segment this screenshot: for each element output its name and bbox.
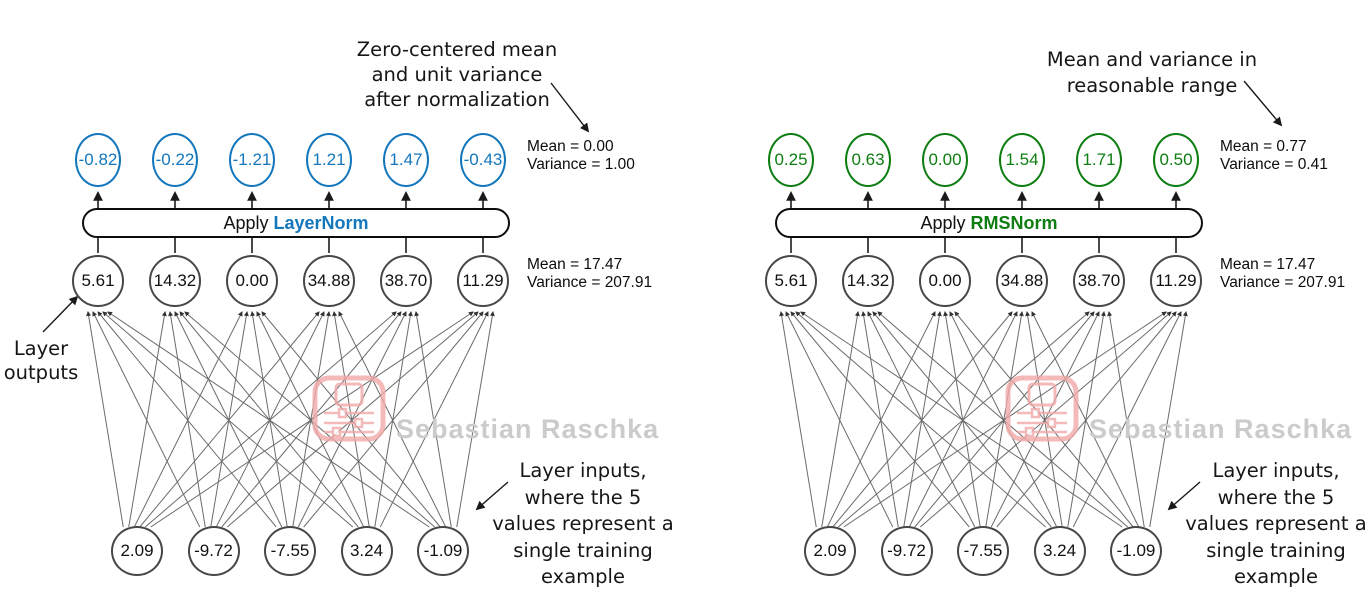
note-line: after normalization — [364, 88, 550, 111]
watermark-logo — [1005, 375, 1079, 447]
note-line: where the 5 — [524, 485, 642, 509]
mean-value: Mean = 0.77 — [1220, 138, 1307, 155]
layer-input-node: -9.72 — [880, 526, 933, 576]
normalization-flow-arrows-layernorm — [93, 191, 488, 253]
watermark-logo — [312, 375, 386, 447]
layer-input-node: -1.09 — [1110, 526, 1162, 576]
note-line: Layer inputs, — [1212, 459, 1340, 482]
layer-output-node: 38.70 — [1073, 255, 1125, 307]
layer-inputs-note: Layer inputs, where the 5 values represent… — [1076, 458, 1367, 591]
normalized-value-node: 1.47 — [383, 133, 429, 187]
note-line: example — [1234, 565, 1318, 588]
mean-value: Mean = 17.47 — [1220, 256, 1316, 273]
note-line: where the 5 — [1217, 485, 1335, 509]
note-line: Zero-centered mean — [356, 38, 558, 61]
variance-value: Variance = 0.41 — [1220, 156, 1328, 173]
note-line: values represent a — [1185, 512, 1367, 535]
watermark-text: Sebastian Raschka — [396, 414, 660, 444]
note-line: Mean and variance in — [1046, 48, 1258, 71]
normalized-value-node: 0.00 — [922, 133, 968, 187]
note-line: Layer inputs, — [519, 459, 647, 482]
layer-input-node: -7.55 — [264, 526, 316, 576]
annotation-arrows-layernorm — [42, 82, 590, 511]
normalization-flow-arrows-rmsnorm — [786, 191, 1181, 253]
apply-method-label: RMSNorm — [970, 212, 1058, 233]
normalized-value-node: 1.54 — [999, 133, 1045, 187]
apply-label: Apply — [223, 212, 269, 233]
layer-output-node: 34.88 — [996, 255, 1048, 307]
layer-output-node: 11.29 — [457, 255, 509, 307]
apply-method-label: LayerNorm — [273, 212, 369, 233]
note-line: reasonable range — [1066, 74, 1238, 97]
layer-output-node: 14.32 — [842, 255, 894, 307]
annotation-arrows-rmsnorm — [1167, 80, 1283, 511]
apply-label: Apply — [920, 212, 966, 233]
layer-output-node: 34.88 — [303, 255, 355, 307]
normalized-value-node: -0.43 — [460, 133, 506, 187]
layer-inputs-note: Layer inputs, where the 5 values represent… — [383, 458, 783, 591]
note-line: and unit variance — [371, 63, 543, 86]
layer-output-node: 0.00 — [919, 255, 971, 307]
normalized-value-node: -0.82 — [75, 133, 121, 187]
layer-input-node: 2.09 — [111, 526, 163, 576]
normalized-value-node: 1.21 — [306, 133, 352, 187]
normalized-value-node: 0.50 — [1153, 133, 1199, 187]
note-line: outputs — [3, 361, 79, 384]
input-to-output-edges-layernorm — [86, 311, 495, 528]
input-to-output-edges-rmsnorm — [779, 311, 1188, 528]
mean-value: Mean = 0.00 — [527, 138, 614, 155]
layer-output-node: 5.61 — [765, 255, 817, 307]
layer-input-node: 2.09 — [804, 526, 856, 576]
note-line: values represent a — [492, 512, 674, 535]
normalized-value-node: -0.22 — [152, 133, 198, 187]
variance-value: Variance = 1.00 — [527, 156, 635, 173]
note-line: single training — [1206, 538, 1346, 562]
normalized-value-node: 0.63 — [845, 133, 891, 187]
note-line: example — [541, 565, 625, 588]
normalized-range-note: Mean and variance in reasonable range — [952, 47, 1352, 99]
normalized-value-node: -1.21 — [229, 133, 275, 187]
note-line: Layer — [13, 337, 69, 360]
layer-input-node: 3.24 — [340, 526, 393, 576]
layer-output-node: 0.00 — [226, 255, 278, 307]
watermark-text: Sebastian Raschka — [1089, 414, 1353, 444]
layer-output-node: 11.29 — [1150, 255, 1202, 307]
layer-output-node: 38.70 — [380, 255, 432, 307]
normalized-value-node: 0.25 — [768, 133, 814, 187]
layer-input-node: 3.24 — [1033, 526, 1086, 576]
variance-value: Variance = 207.91 — [1220, 274, 1346, 291]
normalized-value-node: 1.71 — [1076, 133, 1122, 187]
layer-input-node: -7.55 — [957, 526, 1009, 576]
variance-value: Variance = 207.91 — [527, 274, 653, 291]
mean-value: Mean = 17.47 — [527, 256, 623, 273]
layer-output-node: 14.32 — [149, 255, 201, 307]
layer-input-node: -1.09 — [417, 526, 469, 576]
layer-input-node: -9.72 — [187, 526, 240, 576]
note-line: single training — [513, 538, 653, 562]
layer-output-node: 5.61 — [72, 255, 124, 307]
